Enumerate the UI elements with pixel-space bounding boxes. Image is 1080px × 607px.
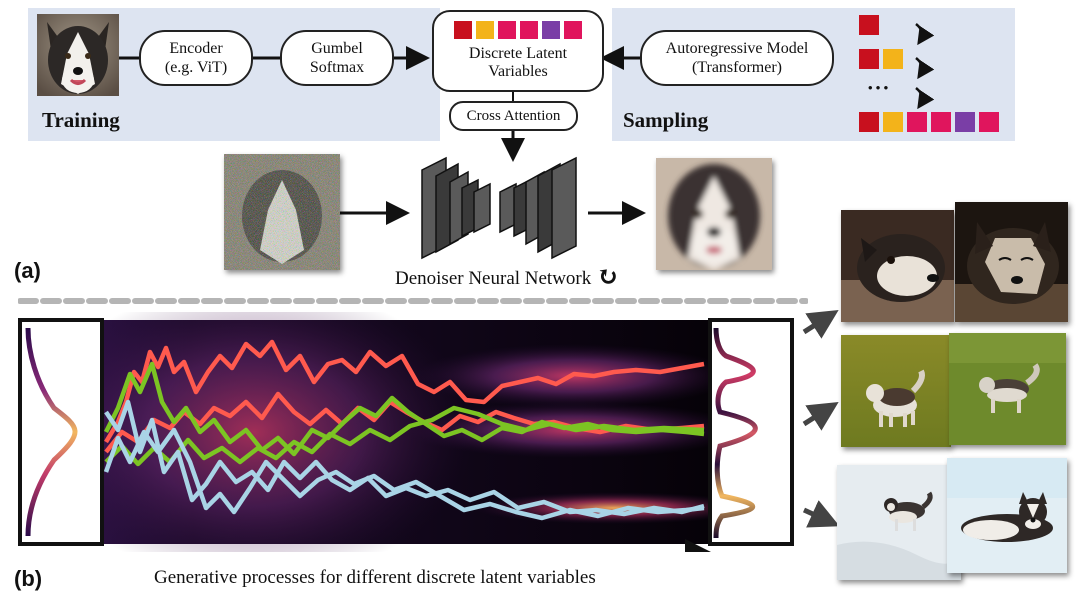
arrow-icon <box>802 309 839 339</box>
section-divider <box>18 298 808 304</box>
output-dog-grass-1 <box>841 335 951 447</box>
discrete-latent-label: Discrete Latent Variables <box>468 45 568 80</box>
ar-token <box>883 112 903 132</box>
ar-token <box>979 112 999 132</box>
arrow-icon <box>802 500 840 528</box>
latent-token <box>476 21 494 39</box>
generative-process-diagram <box>18 312 794 552</box>
training-dog-image <box>37 14 119 96</box>
denoiser-network <box>421 156 577 260</box>
latent-token-row <box>454 21 582 39</box>
output-dog-snow-2 <box>947 458 1067 573</box>
generative-caption: Generative processes for different discr… <box>154 567 596 588</box>
path-red-1 <box>104 339 705 444</box>
curved-arrow-icon <box>915 23 935 46</box>
latent-token <box>564 21 582 39</box>
cross-attention-box: Cross Attention <box>449 101 578 131</box>
output-dog-closeup-2 <box>955 202 1068 322</box>
panel-b-label: (b) <box>14 566 43 591</box>
panel-a-label: (a) <box>14 258 41 283</box>
arrow-icon <box>802 401 839 431</box>
sampling-label: Sampling <box>623 108 709 132</box>
target-density-curve <box>713 327 758 539</box>
autoregressive-model-box: Autoregressive Model (Transformer) <box>640 30 834 86</box>
training-label: Training <box>42 108 120 132</box>
ar-token <box>907 112 927 132</box>
autoregressive-token-sequence <box>859 15 999 132</box>
ar-ellipsis: • • • <box>868 80 889 95</box>
ar-token <box>859 112 879 132</box>
encoder-box: Encoder (e.g. ViT) <box>139 30 253 86</box>
latent-token <box>520 21 538 39</box>
noisy-dog-image <box>224 154 340 270</box>
refresh-icon: ↻ <box>597 262 619 291</box>
denoised-dog-image <box>656 158 772 270</box>
latent-token <box>454 21 472 39</box>
discrete-latent-box: Discrete Latent Variables <box>432 10 604 92</box>
ar-token <box>883 49 903 69</box>
output-dog-closeup-1 <box>841 210 954 322</box>
output-arrows <box>802 309 840 528</box>
output-dog-grass-2 <box>949 333 1066 445</box>
gumbel-softmax-box: Gumbel Softmax <box>280 30 394 86</box>
latent-token <box>498 21 516 39</box>
curved-arrow-icon <box>915 57 935 80</box>
denoiser-label: Denoiser Neural Network <box>395 268 592 289</box>
ar-token <box>955 112 975 132</box>
path-blue-2 <box>103 427 705 521</box>
prior-density-curve <box>25 327 78 537</box>
ar-token <box>931 112 951 132</box>
curved-arrow-icon <box>915 87 935 110</box>
ar-token <box>859 49 879 69</box>
output-dog-snow-1 <box>837 465 961 580</box>
path-blue-1 <box>104 399 705 517</box>
latent-token <box>542 21 560 39</box>
ar-token <box>859 15 879 35</box>
